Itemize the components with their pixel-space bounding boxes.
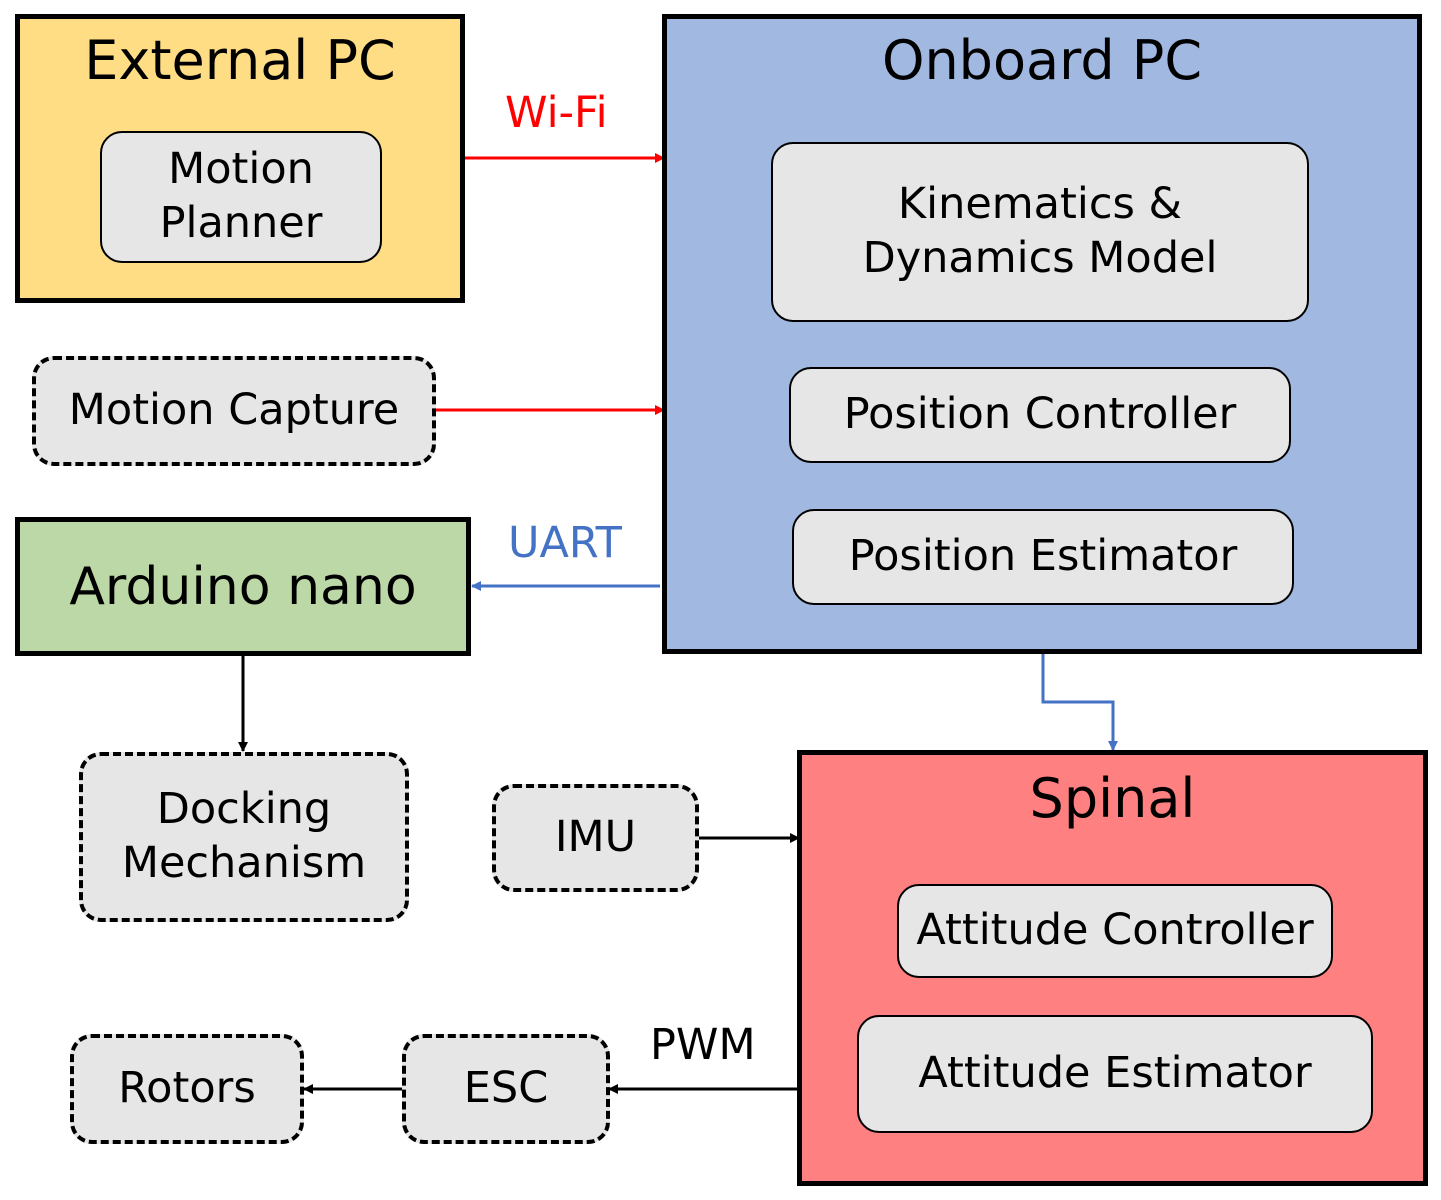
position-controller-module: Position Controller [789, 367, 1291, 463]
uart-label: UART [508, 518, 622, 568]
pwm-label: PWM [650, 1020, 756, 1070]
motion-capture-node: Motion Capture [32, 356, 436, 466]
arduino-nano-block: Arduino nano [15, 517, 471, 656]
motion-planner-module: Motion Planner [100, 131, 382, 263]
wifi-label: Wi-Fi [505, 88, 608, 138]
external-pc-title: External PC [84, 29, 396, 92]
external-pc-block: External PC Motion Planner [15, 14, 465, 303]
onboard-to-spinal-arrow [1041, 652, 1118, 751]
arduino-nano-title: Arduino nano [69, 556, 417, 617]
position-estimator-module: Position Estimator [792, 509, 1294, 605]
onboard-pc-title: Onboard PC [881, 29, 1203, 92]
esc-node: ESC [402, 1034, 610, 1144]
imu-node: IMU [492, 784, 699, 892]
spinal-block: Spinal Attitude Controller Attitude Esti… [797, 750, 1428, 1186]
onboard-pc-block: Onboard PC Kinematics & Dynamics Model P… [662, 14, 1422, 654]
kinematics-dynamics-model-module: Kinematics & Dynamics Model [771, 142, 1309, 322]
attitude-controller-module: Attitude Controller [897, 884, 1333, 978]
rotors-node: Rotors [70, 1034, 304, 1144]
attitude-estimator-module: Attitude Estimator [857, 1015, 1373, 1133]
docking-mechanism-node: Docking Mechanism [79, 752, 409, 922]
spinal-title: Spinal [1029, 767, 1196, 830]
